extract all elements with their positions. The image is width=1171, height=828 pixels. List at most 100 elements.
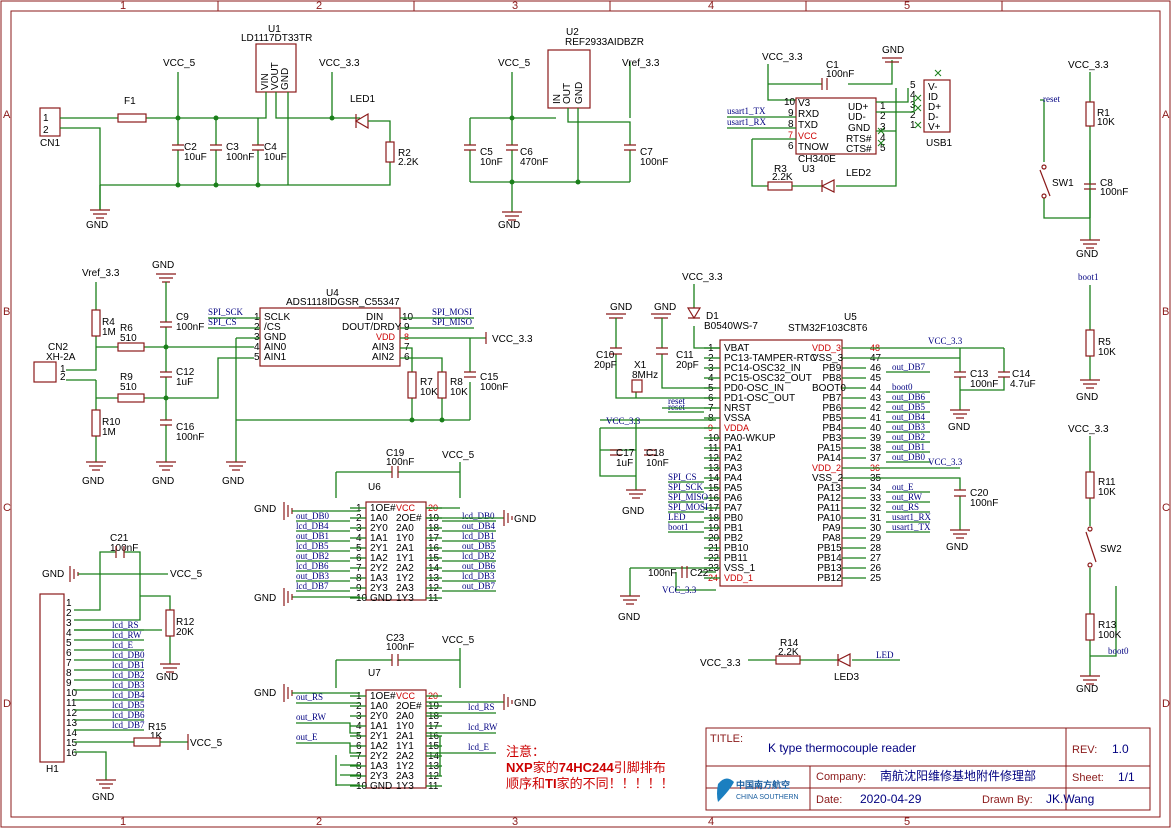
cn2-value: XH-2A	[46, 352, 76, 363]
gnd-label: GND	[254, 688, 276, 699]
h1-pin-num: 12	[66, 708, 78, 719]
stm32-pin: PB4	[822, 423, 841, 434]
r14-val: 2.2K	[778, 647, 799, 658]
c6-val: 470nF	[520, 157, 548, 168]
h1-pin-num: 8	[66, 668, 72, 679]
ch340-pin: VCC	[798, 131, 818, 141]
u1-ref: U1	[268, 24, 281, 35]
gnd-label: GND	[948, 422, 970, 433]
hc244-pin: 2Y0	[370, 523, 388, 534]
stm32-pin: VBAT	[724, 343, 749, 354]
note-line2: NXP家的74HC244引脚排布	[506, 760, 666, 775]
stm32-pin-labels: VBAT1PC13-TAMPER-RTC2PC14-OSC32_IN3PC15-…	[668, 343, 931, 584]
hc244-net: out_DB6	[462, 561, 496, 571]
hc244-net: out_DB3	[296, 571, 330, 581]
c9-val: 100nF	[176, 322, 204, 333]
c8-val: 100nF	[1100, 187, 1128, 198]
ads-pin: SCLK	[264, 312, 290, 323]
h1-net: lcd_RS	[112, 620, 139, 630]
r1-ref: R1	[1097, 108, 1110, 119]
h1-pin-num: 10	[66, 688, 78, 699]
col-label: 3	[512, 0, 518, 12]
c19-val: 100nF	[386, 457, 414, 468]
ads-pin: /CS	[264, 322, 281, 333]
r10-ref: R10	[102, 417, 121, 428]
col-label: 1	[120, 816, 126, 828]
net-spi-mosi: SPI_MOSI	[432, 307, 472, 317]
hc244-pin: 1OE#	[370, 503, 396, 514]
ch340-pin: RXD	[798, 109, 819, 120]
r15-val: 1K	[150, 731, 163, 742]
hc244-pin: 1A2	[370, 553, 388, 564]
r2-ref: R2	[398, 148, 411, 159]
frame-column-ticks: 1 2 3 4 5 1 2 3 4 5 A B C D A B C D	[3, 0, 1170, 828]
stm32-net: out_DB5	[892, 402, 926, 412]
c23-ref: C23	[386, 633, 405, 644]
title-value: K type thermocouple reader	[768, 741, 916, 755]
c7-val: 100nF	[640, 157, 668, 168]
ch340-pin-num: 6	[788, 141, 794, 152]
hc244-pin: 1Y0	[396, 533, 414, 544]
hc244-net: out_DB4	[462, 521, 496, 531]
gnd-symbol	[90, 209, 110, 219]
hc244-pin: GND	[370, 781, 392, 792]
cn1-ref: CN1	[40, 138, 60, 149]
stm32-pin: PB9	[822, 363, 841, 374]
usb1-connector	[923, 79, 951, 133]
h1-pin-num: 9	[66, 678, 72, 689]
stm32-pin: VSS_3	[812, 353, 844, 364]
h1-pin-num: 16	[66, 748, 78, 759]
hc244-pin: 2OE#	[396, 701, 422, 712]
r12-resistor	[165, 609, 175, 637]
c18-val: 10nF	[646, 458, 669, 469]
c21-ref: C21	[110, 533, 129, 544]
r13-val: 100K	[1098, 630, 1122, 641]
stm32-pin: PC15-OSC32_OUT	[724, 373, 812, 384]
r11-ref: R11	[1098, 477, 1116, 488]
c20-val: 100nF	[970, 498, 998, 509]
r9-ref: R9	[120, 372, 133, 383]
u5-value: STM32F103C8T6	[788, 323, 868, 334]
net-lcd-rw: lcd_RW	[468, 722, 498, 732]
stm32-net: out_DB6	[892, 392, 926, 402]
r10-val: 1M	[102, 427, 116, 438]
note-ti: TI	[545, 776, 557, 791]
col-label: 4	[708, 816, 714, 828]
f1-fuse	[117, 113, 147, 123]
ads-pin: AIN1	[264, 352, 287, 363]
net-out-rw: out_RW	[296, 712, 327, 722]
sw1-symbol	[1039, 169, 1051, 197]
net-reset: reset	[1043, 94, 1060, 104]
stm32-pin-num: 45	[870, 373, 882, 384]
vref-label: Vref_3.3	[622, 58, 660, 69]
vcc5-label: VCC_5	[442, 450, 475, 461]
mcu-block: VCC_3.3 D1 B0540WS-7 U5 STM32F103C8T6 VB…	[594, 272, 1036, 623]
u1-pin-vout: VOUT	[270, 62, 281, 90]
vcc33-label: VCC_3.3	[492, 334, 533, 345]
ads-pin: DIN	[366, 312, 383, 323]
c11-val: 20pF	[676, 360, 699, 371]
c8-ref: C8	[1100, 178, 1113, 189]
stm32-net: out_DB0	[892, 452, 926, 462]
hc244-pin: 1A3	[370, 761, 388, 772]
row-label: A	[3, 109, 11, 121]
hc244-net: out_DB1	[296, 531, 329, 541]
x1-ref: X1	[634, 360, 647, 371]
u6-ref: U6	[368, 482, 381, 493]
stm32-pin: PA13	[817, 483, 841, 494]
hc244-pin: 2Y3	[370, 583, 388, 594]
hc244-pin: 1A1	[370, 533, 388, 544]
svg-text:2: 2	[43, 125, 49, 136]
r6-ref: R6	[120, 323, 133, 334]
h1-pin-num: 6	[66, 648, 72, 659]
c15-ref: C15	[480, 372, 499, 383]
r7-ref: R7	[420, 377, 433, 388]
stm32-pin: PB14	[817, 553, 842, 564]
gnd-label: GND	[222, 476, 244, 487]
stm32-pin: PA1	[724, 443, 743, 454]
u3-value: CH340E	[798, 154, 836, 165]
hc244-pin: 2A1	[396, 543, 414, 554]
